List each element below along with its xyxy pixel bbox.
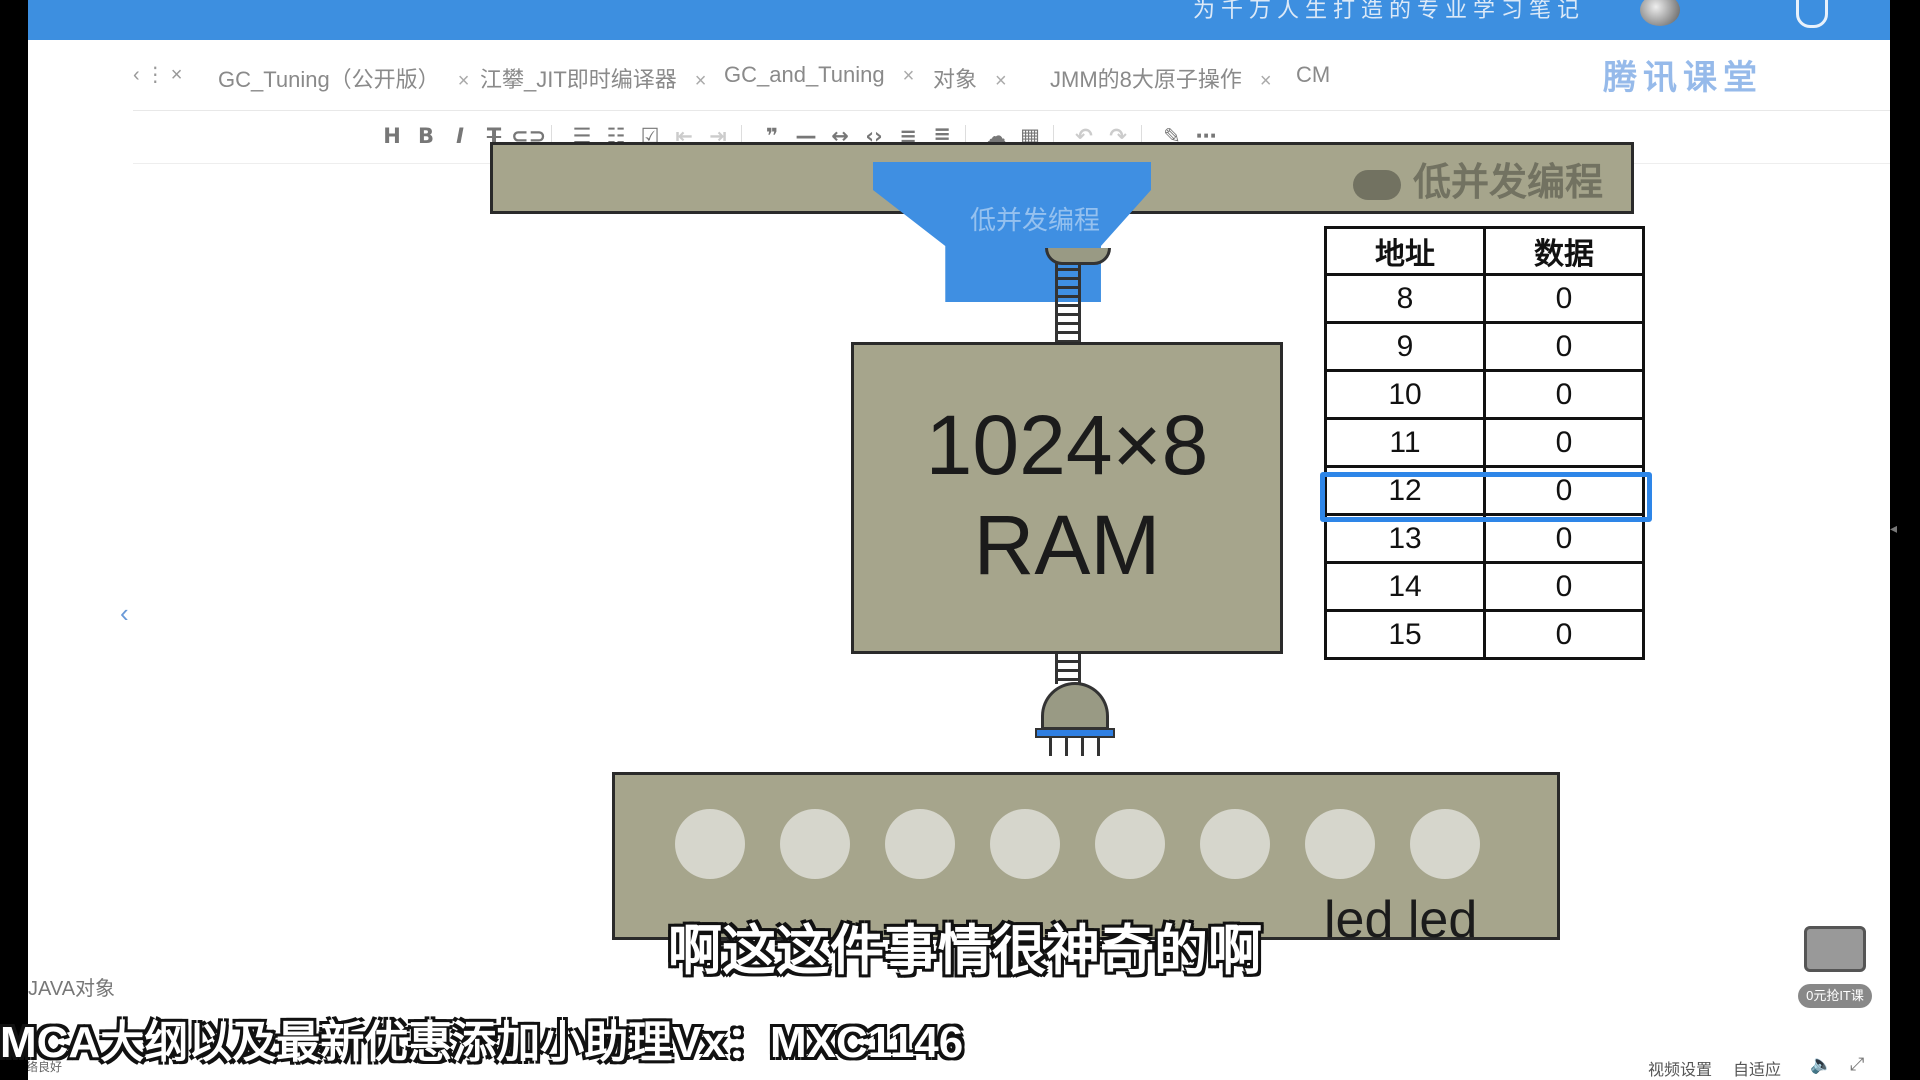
tab-gc-and-tuning[interactable]: GC_and_Tuning × — [724, 62, 914, 88]
close-icon[interactable]: × — [457, 70, 470, 92]
left-sidebar — [28, 110, 133, 1050]
led-label-tail: led led — [1324, 891, 1478, 949]
tencent-classroom-watermark: 腾讯课堂 — [1603, 59, 1763, 97]
led-light — [1095, 809, 1165, 879]
network-status: 网络良好 — [28, 1060, 63, 1074]
led-light — [780, 809, 850, 879]
tab-bar: ‹ ⋮ × GC_Tuning（公开版） × 江攀_JIT即时编译器 × GC_an… — [28, 40, 1890, 110]
data-cell: 0 — [1483, 417, 1645, 468]
address-column-header: 地址 — [1324, 226, 1486, 276]
adaptive-quality-button[interactable]: 自适应 — [1733, 1062, 1782, 1079]
tab-jmm-atomic-ops[interactable]: JMM的8大原子操作 × — [1050, 62, 1272, 94]
shield-icon[interactable] — [1796, 0, 1828, 28]
tab-object[interactable]: 对象 × — [933, 62, 1007, 94]
promo-label: 0元抢IT课 — [1798, 984, 1872, 1008]
toolbar-divider — [965, 125, 966, 151]
data-column-header: 数据 — [1483, 226, 1645, 276]
tab-nav-controls[interactable]: ‹ ⋮ × — [133, 64, 183, 86]
tab-label: GC_Tuning（公开版） — [218, 67, 440, 92]
user-avatar[interactable] — [1640, 0, 1680, 26]
promo-overlay-text: MCA大纲以及最新优惠添加小助理Vx：MXC1146 — [0, 1018, 964, 1067]
led-light — [1305, 809, 1375, 879]
toolbar-divider — [1053, 125, 1054, 151]
table-header-row: 地址 数据 — [1324, 226, 1645, 276]
toolbar-divider — [1141, 125, 1142, 151]
bulb-legs — [1049, 738, 1101, 756]
toolbar-divider — [741, 125, 742, 151]
address-cell: 9 — [1324, 321, 1486, 372]
top-box-label-text: 低并发编程 — [1412, 162, 1603, 204]
led-light — [990, 809, 1060, 879]
close-icon[interactable]: × — [902, 65, 915, 87]
data-cell: 0 — [1483, 321, 1645, 372]
overlay-watermark-label: 低并发编程 — [970, 205, 1101, 235]
sidebar-java-object-label[interactable]: JAVA对象 — [28, 978, 116, 1000]
address-cell: 8 — [1324, 273, 1486, 324]
ram-type-label: RAM — [973, 498, 1161, 592]
address-cell: 15 — [1324, 609, 1486, 660]
led-light — [1410, 809, 1480, 879]
led-light — [675, 809, 745, 879]
ram-size-label: 1024×8 — [925, 398, 1209, 492]
promo-widget[interactable]: 0元抢IT课 — [1798, 926, 1872, 1008]
tab-jit-compiler[interactable]: 江攀_JIT即时编译器 × — [480, 62, 706, 94]
italic-icon[interactable]: I — [456, 124, 464, 148]
tab-label: CM — [1296, 62, 1331, 87]
top-box-label: 低并发编程 — [1352, 151, 1603, 206]
volume-icon[interactable]: 🔈 — [1810, 1054, 1833, 1074]
address-bus — [1055, 262, 1081, 342]
tab-label: JMM的8大原子操作 — [1050, 67, 1242, 92]
led-panel — [612, 772, 1560, 940]
selected-row-highlight — [1320, 472, 1652, 522]
tab-label: 江攀_JIT即时编译器 — [480, 67, 677, 92]
bulb-base — [1035, 728, 1115, 738]
ram-chip: 1024×8 RAM — [851, 342, 1283, 654]
close-icon[interactable]: × — [694, 70, 707, 92]
address-cell: 14 — [1324, 561, 1486, 612]
data-bus — [1055, 654, 1081, 684]
heading-icon[interactable]: H — [383, 124, 401, 148]
tv-icon — [1804, 926, 1866, 972]
tab-label: GC_and_Tuning — [724, 62, 885, 87]
app-window: 为千万人生打造的专业学习笔记 ‹ ⋮ × GC_Tuning（公开版） × 江攀_… — [28, 0, 1890, 1080]
output-bulb — [1035, 682, 1115, 756]
tab-gc-tuning-public[interactable]: GC_Tuning（公开版） × — [218, 62, 469, 94]
fullscreen-icon[interactable]: ⤢ — [1850, 1054, 1865, 1074]
address-cell: 10 — [1324, 369, 1486, 420]
data-cell: 0 — [1483, 273, 1645, 324]
bulb-dome — [1041, 682, 1109, 730]
wechat-icon — [1352, 169, 1401, 200]
close-icon[interactable]: × — [995, 70, 1007, 92]
collapse-sidebar-icon[interactable]: ‹ — [120, 598, 129, 628]
address-cell: 11 — [1324, 417, 1486, 468]
toolbar-divider — [551, 125, 552, 151]
bold-icon[interactable]: B — [417, 124, 434, 148]
close-icon[interactable]: × — [1259, 70, 1272, 92]
side-scroll-handle[interactable]: ◂ — [1890, 520, 1898, 536]
video-subtitle: 啊这这件事情很神奇的啊 — [668, 921, 1262, 981]
tab-label: 对象 — [933, 67, 978, 92]
led-light — [885, 809, 955, 879]
title-bar: 为千万人生打造的专业学习笔记 — [28, 0, 1890, 40]
data-cell: 0 — [1483, 561, 1645, 612]
app-slogan: 为千万人生打造的专业学习笔记 — [1193, 0, 1586, 22]
data-cell: 0 — [1483, 369, 1645, 420]
tab-cm[interactable]: CM — [1296, 62, 1330, 88]
player-status-bar: 网络良好 视频设置 自适应 🔈 ⤢ — [28, 1050, 1890, 1080]
led-light — [1200, 809, 1270, 879]
data-cell: 0 — [1483, 609, 1645, 660]
video-settings-button[interactable]: 视频设置 — [1648, 1062, 1713, 1079]
